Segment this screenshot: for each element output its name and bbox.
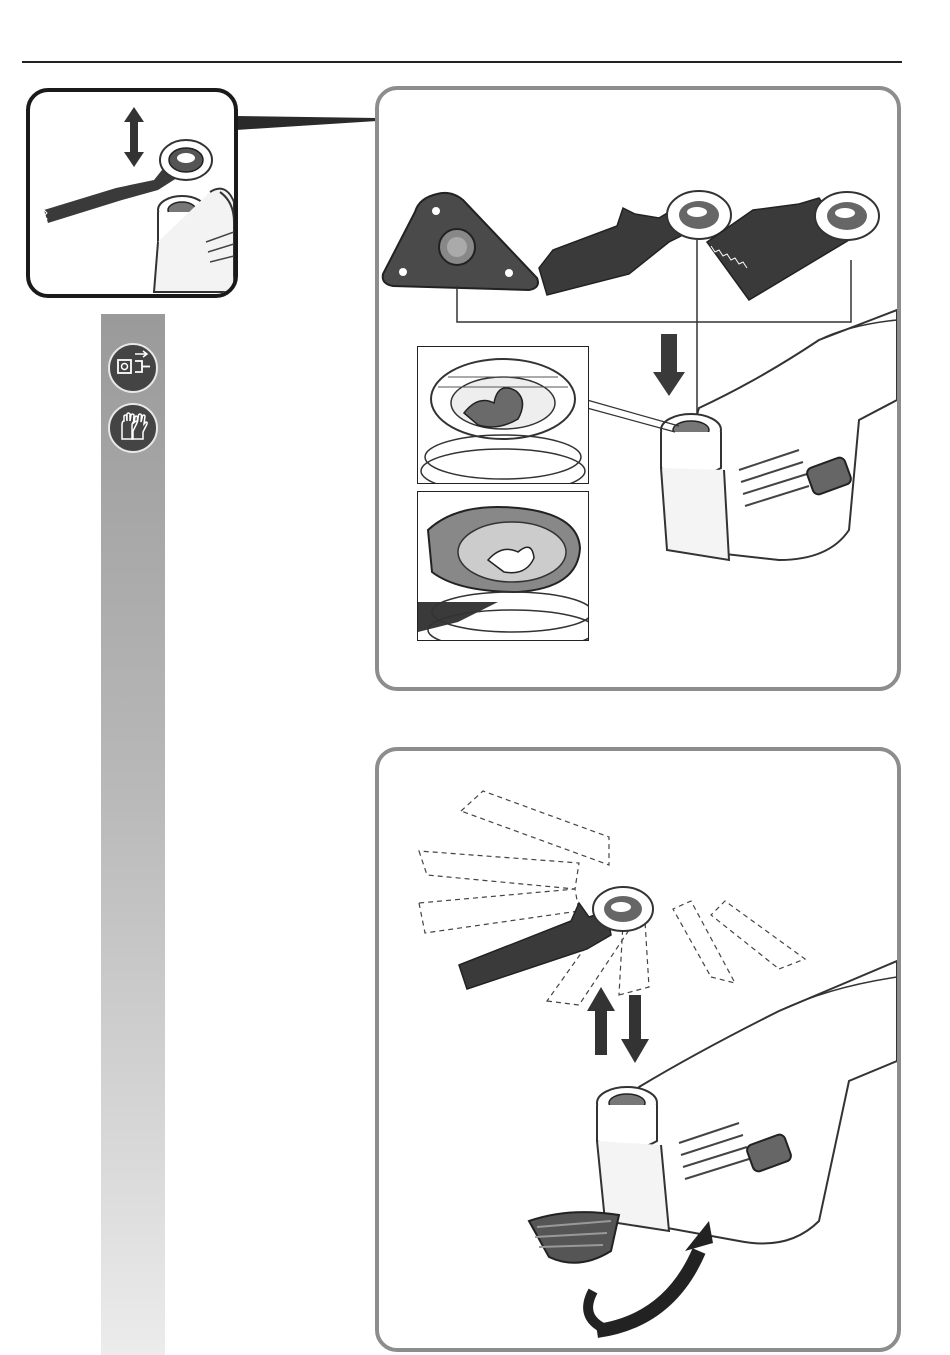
figure-panel-accessory-mounting	[375, 86, 901, 691]
triangular-sanding-pad	[383, 193, 538, 290]
multitool-body	[597, 961, 897, 1244]
detail-view-blade-seated	[417, 491, 589, 641]
rotate-arrow-icon	[597, 1251, 699, 1331]
unplug-power-icon	[108, 343, 158, 393]
sidebar-strip	[101, 314, 165, 1355]
inset-connector	[236, 112, 381, 132]
header-rule	[22, 61, 902, 63]
insert-arrow-icon	[653, 334, 685, 396]
figure-panel-angle-positioning	[375, 747, 901, 1352]
detail-view-collar	[417, 346, 589, 484]
segment-saw-blade	[707, 192, 879, 300]
gloves-icon	[108, 403, 158, 453]
inset-figure	[26, 88, 238, 298]
plunge-cut-blade	[539, 191, 731, 295]
lift-arrow-icon	[587, 987, 615, 1055]
lower-arrow-icon	[621, 995, 649, 1063]
